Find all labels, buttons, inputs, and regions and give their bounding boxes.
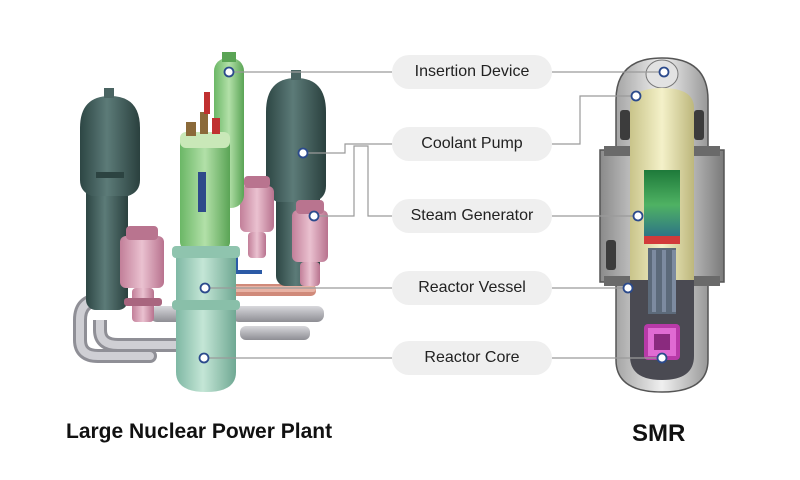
dot-reactor-vessel-large: [199, 282, 211, 294]
control-rod-assembly: [180, 92, 230, 250]
dot-coolant-pump-large: [297, 147, 309, 159]
leader-lines: [204, 71, 664, 359]
dot-insertion-device-smr: [658, 66, 670, 78]
locator-dots: [198, 66, 670, 364]
large-plant-illustration: [73, 52, 328, 392]
dot-reactor-vessel-smr: [622, 282, 634, 294]
label-insertion-device: Insertion Device: [392, 55, 552, 89]
label-coolant-pump: Coolant Pump: [392, 127, 552, 161]
reactor-vessel: [172, 246, 240, 392]
dot-reactor-core-smr: [656, 352, 668, 364]
label-reactor-core: Reactor Core: [392, 341, 552, 375]
dot-steam-generator-large: [308, 210, 320, 222]
coolant-pump-right: [240, 176, 328, 286]
dot-insertion-device-large: [223, 66, 235, 78]
steam-generator-left: [80, 88, 140, 310]
coolant-pump-left: [120, 226, 164, 322]
caption-large-nuclear-power-plant: Large Nuclear Power Plant: [66, 420, 333, 443]
smr-illustration: [599, 57, 725, 393]
label-steam-generator: Steam Generator: [392, 199, 552, 233]
caption-smr: SMR: [632, 420, 686, 447]
dot-coolant-pump-smr: [630, 90, 642, 102]
dot-steam-generator-smr: [632, 210, 644, 222]
dot-reactor-core-large: [198, 352, 210, 364]
label-reactor-vessel: Reactor Vessel: [392, 271, 552, 305]
